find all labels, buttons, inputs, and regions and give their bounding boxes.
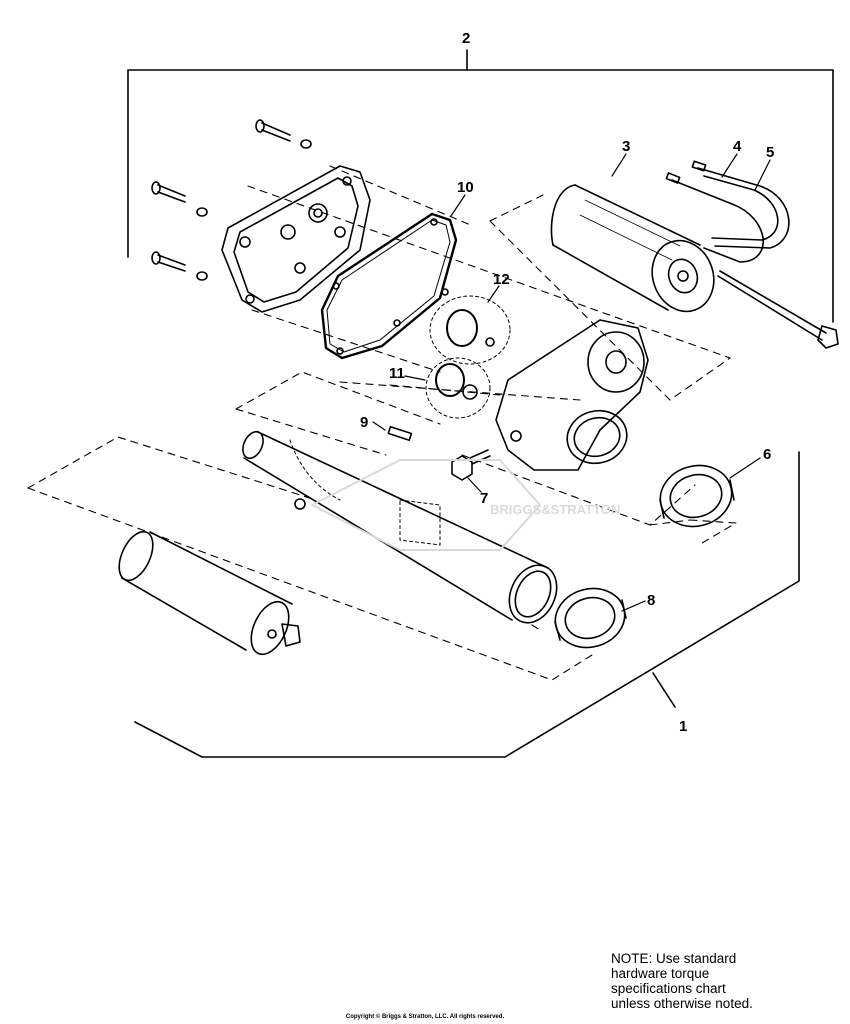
watermark-text: BRIGGS&STRATTON (490, 502, 620, 517)
seal-ring-6 (659, 464, 735, 528)
screw-middle (151, 181, 208, 217)
callout-9: 9 (360, 414, 368, 431)
gear-cover (221, 165, 371, 313)
copyright-notice: Copyright © Briggs & Stratton, LLC. All … (345, 1014, 505, 1020)
gasket-10 (320, 212, 458, 360)
callout-4: 4 (733, 138, 742, 155)
screw-7 (451, 449, 491, 481)
seal-ring-8 (554, 587, 627, 649)
callout-1: 1 (679, 718, 687, 735)
screw-bottom (151, 251, 208, 281)
gear-12 (429, 295, 511, 365)
drive-shaft (242, 430, 558, 624)
through-bolt (717, 270, 839, 349)
assembly-bracket-1 (134, 451, 800, 758)
callout-6: 6 (763, 446, 771, 463)
note-line: hardware torque (611, 966, 710, 981)
pin-9 (387, 425, 413, 442)
callout-numbers: 1 2 3 4 5 6 7 8 9 10 11 12 (360, 30, 774, 735)
note-line: unless otherwise noted. (611, 996, 753, 1011)
callout-10: 10 (457, 179, 474, 196)
callout-12: 12 (493, 271, 510, 288)
watermark-logo: BRIGGS&STRATTON (311, 459, 620, 551)
screw-top (255, 119, 312, 149)
assembly-bracket-2 (127, 49, 834, 323)
callout-8: 8 (647, 592, 655, 609)
torque-note: NOTE: Use standard hardware torque speci… (611, 951, 811, 1011)
note-line: specifications chart (611, 981, 726, 996)
callout-5: 5 (766, 144, 774, 161)
drive-tube (118, 530, 301, 656)
motor-armature-3 (550, 184, 715, 313)
cover-screws (151, 119, 312, 281)
callout-11: 11 (389, 365, 405, 382)
gear-11 (425, 357, 491, 419)
callout-leaders (372, 153, 771, 612)
callout-7: 7 (480, 490, 488, 507)
exploded-guide-lines (27, 165, 737, 681)
wire-leads-4-5 (665, 160, 790, 263)
gear-housing (495, 319, 649, 471)
callout-3: 3 (622, 138, 630, 155)
note-line: NOTE: Use standard (611, 951, 737, 966)
callout-2: 2 (462, 30, 470, 47)
